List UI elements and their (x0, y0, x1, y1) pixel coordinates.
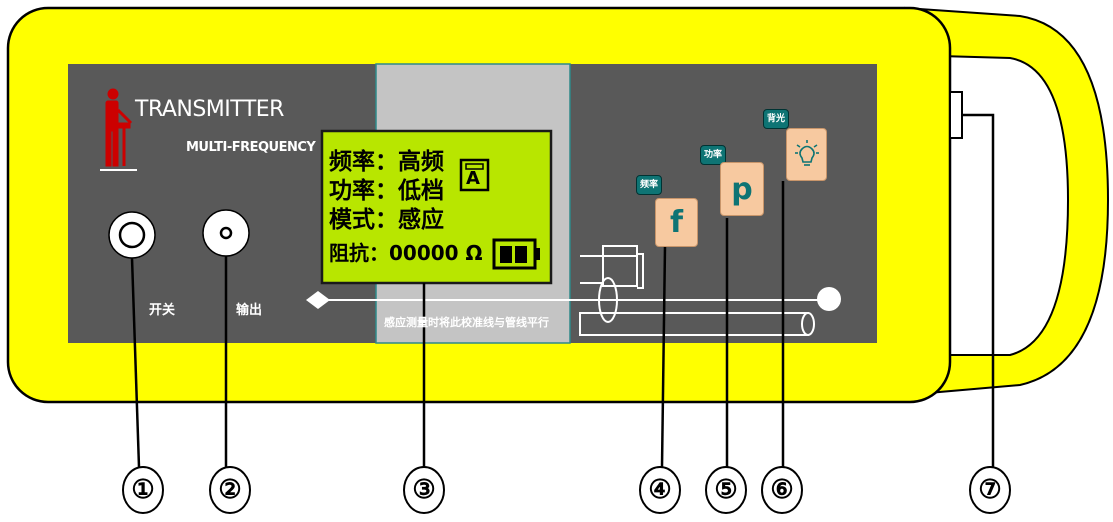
battery-icon (492, 238, 540, 270)
callout-circles (122, 466, 1011, 514)
brand-subtitle: MULTI-FREQUENCY (186, 140, 316, 155)
alignment-diamond (306, 291, 330, 309)
callout-6: ⑥ (770, 475, 794, 505)
callout-4: ④ (648, 475, 672, 505)
power-jack-label: 开关 (149, 303, 176, 318)
backlight-key-tag: 背光 (763, 109, 789, 129)
lcd-power-line: 功率：低档 (329, 178, 444, 204)
backlight-key[interactable] (786, 128, 827, 181)
callout-1: ① (131, 475, 155, 505)
power-key-tag: 功率 (700, 145, 726, 165)
callout-7: ⑦ (978, 475, 1002, 505)
carry-handle (904, 6, 1110, 397)
handle-socket (949, 91, 963, 139)
lcd-impedance-line: 阻抗：00000 Ω (329, 241, 483, 265)
callout-2: ② (218, 475, 242, 505)
lcd-mode-indicator: A (466, 168, 480, 189)
lcd-frequency-line: 频率：高频 (329, 149, 444, 175)
lightbulb-icon (794, 139, 819, 166)
alignment-endpoint (817, 287, 841, 311)
power-key[interactable]: p (720, 162, 764, 216)
callout-3: ③ (412, 475, 436, 505)
output-jack (202, 209, 250, 257)
lcd-mode-line: 模式：感应 (329, 207, 444, 233)
callout-5: ⑤ (714, 475, 738, 505)
freq-key[interactable]: f (655, 198, 698, 247)
brand-title: TRANSMITTER (135, 97, 284, 122)
operator-logo-icon (105, 88, 133, 167)
alignment-note: 感应测量时将此校准线与管线平行 (384, 316, 549, 329)
output-jack-label: 输出 (236, 303, 263, 318)
mode-indicator-inner (465, 163, 484, 170)
freq-key-tag: 频率 (636, 175, 662, 195)
power-jack (108, 211, 156, 259)
pipe-clamp-illustration (579, 245, 815, 336)
leader-lines (130, 113, 995, 468)
